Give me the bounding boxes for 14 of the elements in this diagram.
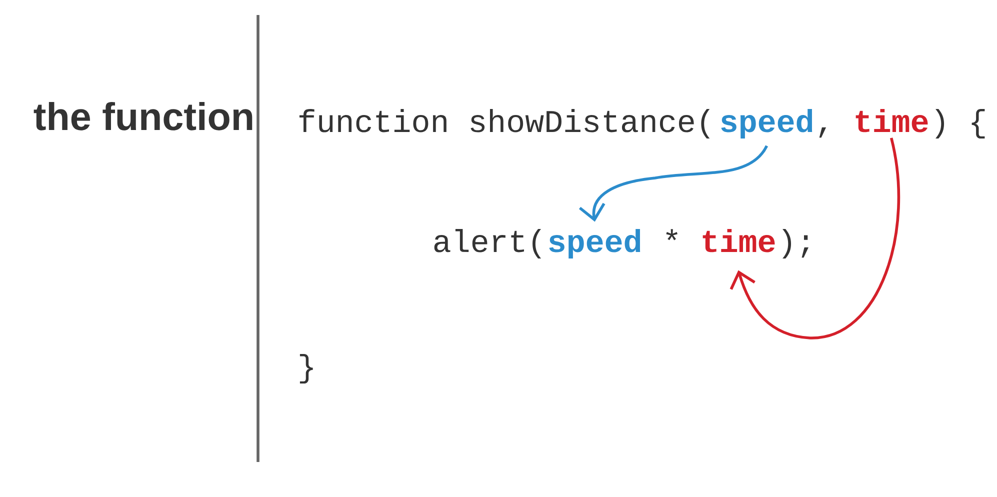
code-text: , (819, 127, 826, 138)
code-text: function showDistance( (299, 109, 710, 139)
code-word: speed (721, 109, 812, 139)
code-text: } (300, 354, 313, 384)
code-text: ) { (936, 109, 985, 139)
curved-arrow (730, 138, 900, 340)
code-word: speed (549, 229, 640, 259)
code-word: time (702, 229, 775, 252)
code-text: alert( (434, 229, 541, 259)
code-text: * (666, 229, 678, 240)
code-word: time (856, 109, 928, 132)
curved-arrow (578, 145, 768, 222)
heading: the function (34, 102, 252, 130)
code-text: ); (782, 229, 808, 259)
